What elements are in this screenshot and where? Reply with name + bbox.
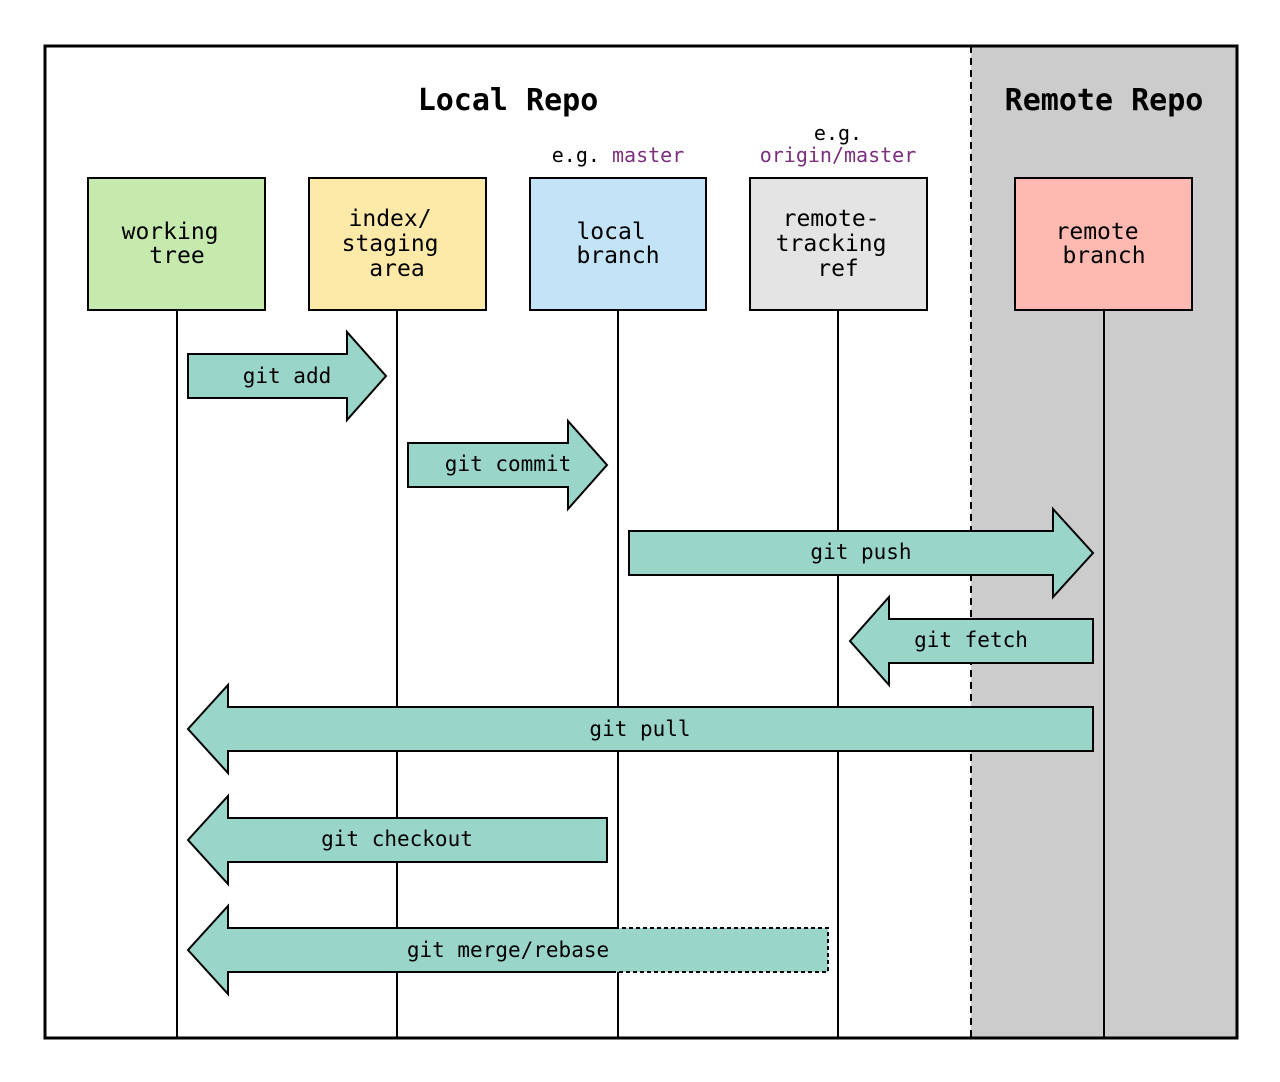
arrow-git-pull: git pull — [186, 682, 1094, 776]
node-local-branch-label: local branch — [576, 219, 659, 269]
local-branch-example-prefix: e.g. — [552, 143, 600, 167]
arrow-git-checkout: git checkout — [186, 793, 608, 887]
arrow-git-merge-rebase-outline — [186, 903, 615, 997]
node-working-tree-box — [87, 177, 266, 311]
arrow-git-merge-rebase-dashed-tail — [615, 927, 829, 973]
arrow-git-add-label: git add — [243, 364, 332, 388]
arrow-git-push-shape — [628, 506, 1095, 600]
node-working-tree: working tree — [87, 177, 266, 311]
arrow-git-merge-rebase-label: git merge/rebase — [407, 938, 609, 962]
node-remote-tracking-ref-line-2: tracking — [776, 231, 887, 257]
node-local-branch: local branch — [529, 177, 707, 311]
remote-repo-title: Remote Repo — [1005, 83, 1204, 118]
diagram-frame — [43, 44, 1239, 1040]
node-remote-branch-line-1: remote — [1056, 219, 1139, 245]
arrow-git-add: git add — [187, 329, 388, 423]
arrow-git-fetch: git fetch — [848, 594, 1094, 688]
arrow-git-commit-label: git commit — [445, 452, 571, 476]
remote-tracking-example-prefix: e.g. — [814, 121, 862, 145]
arrow-git-pull-shape — [186, 682, 1094, 776]
node-remote-branch-box — [1014, 177, 1193, 311]
arrow-git-fetch-label: git fetch — [914, 628, 1028, 652]
arrow-git-pull-label: git pull — [589, 717, 690, 741]
node-index-line-3: area — [369, 256, 424, 282]
node-remote-tracking-ref-line-1: remote- — [783, 206, 880, 232]
node-remote-tracking-ref-box — [749, 177, 928, 311]
arrow-git-merge-rebase: git merge/rebase — [186, 903, 829, 997]
node-local-branch-line-1: local — [576, 219, 645, 245]
node-working-tree-line-1: working — [122, 219, 219, 245]
node-remote-tracking-ref-label: remote- tracking ref — [776, 206, 901, 282]
node-remote-tracking-ref-line-3: ref — [817, 256, 859, 282]
arrow-git-commit: git commit — [407, 418, 609, 512]
remote-tracking-example-value: origin/master — [760, 143, 917, 167]
arrow-git-checkout-label: git checkout — [321, 827, 473, 851]
node-local-branch-box — [529, 177, 707, 311]
arrow-git-commit-shape — [407, 418, 609, 512]
arrow-git-checkout-shape — [186, 793, 608, 887]
local-branch-example-value: master — [612, 143, 684, 167]
local-branch-example: e.g. master — [552, 143, 684, 167]
node-remote-branch-line-2: branch — [1062, 243, 1145, 269]
node-remote-tracking-ref: remote- tracking ref — [749, 177, 928, 311]
node-remote-branch-label: remote branch — [1056, 219, 1153, 269]
arrow-git-push-label: git push — [810, 540, 911, 564]
node-local-branch-line-2: branch — [576, 243, 659, 269]
arrow-git-push: git push — [628, 506, 1095, 600]
node-working-tree-line-2: tree — [149, 243, 204, 269]
node-working-tree-label: working tree — [122, 219, 233, 269]
node-index-label: index/ staging area — [342, 206, 453, 282]
local-repo-title: Local Repo — [418, 83, 599, 118]
node-index: index/ staging area — [308, 177, 487, 311]
node-index-line-1: index/ — [349, 206, 432, 232]
arrow-git-fetch-shape — [848, 594, 1094, 688]
arrow-git-add-shape — [187, 329, 388, 423]
node-index-line-2: staging — [342, 231, 439, 257]
node-index-box — [308, 177, 487, 311]
node-remote-branch: remote branch — [1014, 177, 1193, 311]
